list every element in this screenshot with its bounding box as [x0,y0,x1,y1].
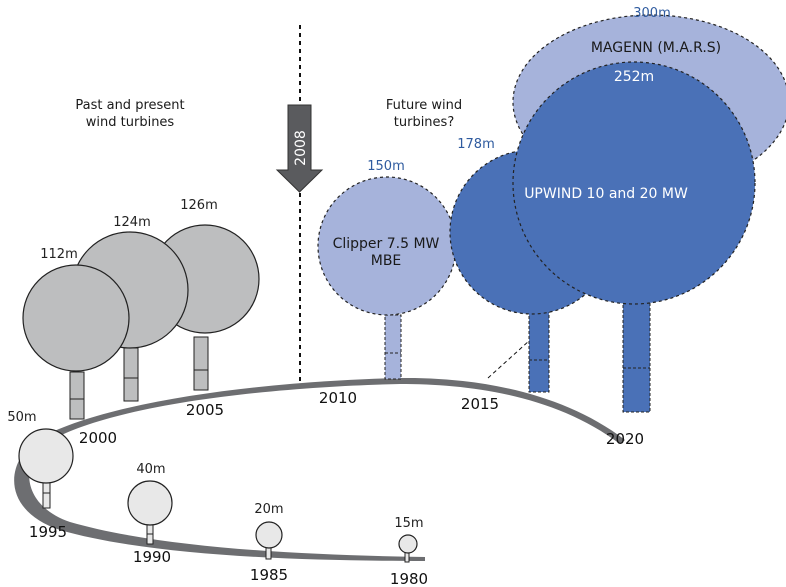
year-2015: 2015 [461,395,499,413]
turbine-name-line1: Clipper 7.5 MW [333,236,440,252]
diameter-label: 150m [367,159,404,174]
year-2005: 2005 [186,401,224,419]
diameter-label: 20m [254,502,283,517]
heading-future-line2: turbines? [394,115,454,130]
turbine-tower [42,479,51,509]
diameter-label: 40m [136,462,165,477]
rotor-circle [22,264,130,372]
year-1990: 1990 [133,548,171,566]
diameter-label: 252m [614,69,654,85]
arrow-2008: 2008 [275,104,324,193]
year-2000: 2000 [79,429,117,447]
turbine-name: UPWIND 10 and 20 MW [524,186,688,202]
turbine-upwind-252m: 252m UPWIND 10 and 20 MW [512,61,756,413]
turbine-tower [123,347,139,402]
diameter-label: 15m [394,516,423,531]
turbine-name-line2: MBE [371,253,402,269]
year-1995: 1995 [29,523,67,541]
turbine-1990: 40m [127,462,173,545]
diameter-label: 126m [180,198,217,213]
heading-future-line1: Future wind [386,98,462,113]
turbine-1980: 15m [394,516,424,563]
heading-past-line1: Past and present [75,98,184,113]
rotor-circle [512,61,756,305]
diameter-label: 112m [40,247,77,262]
year-2020: 2020 [606,430,644,448]
connector-line [487,339,531,379]
diameter-label: 300m [633,6,670,21]
rotor-circle [127,480,173,526]
turbine-2000-112m: 112m [22,247,130,420]
diameter-label: 178m [457,137,494,152]
turbine-1985: 20m [254,502,284,560]
diameter-label: 124m [113,215,150,230]
year-1980: 1980 [390,570,428,587]
year-1985: 1985 [250,566,288,584]
turbine-tower [193,336,209,391]
rotor-circle [398,534,418,554]
turbine-tower [384,314,402,380]
turbine-tower [69,371,85,420]
turbine-clipper-150m: 150m Clipper 7.5 MW MBE [317,159,457,380]
rotor-circle [18,428,74,484]
turbine-1995: 50m [7,410,74,509]
heading-past-line2: wind turbines [86,115,175,130]
year-labels: 1980 1985 1990 1995 2000 2005 2010 2015 … [29,389,644,587]
turbine-tower [622,294,651,413]
turbine-name: MAGENN (M.A.R.S) [591,40,721,56]
diameter-label: 50m [7,410,36,425]
arrow-2008-label: 2008 [293,130,309,166]
rotor-circle [255,521,283,549]
year-2010: 2010 [319,389,357,407]
